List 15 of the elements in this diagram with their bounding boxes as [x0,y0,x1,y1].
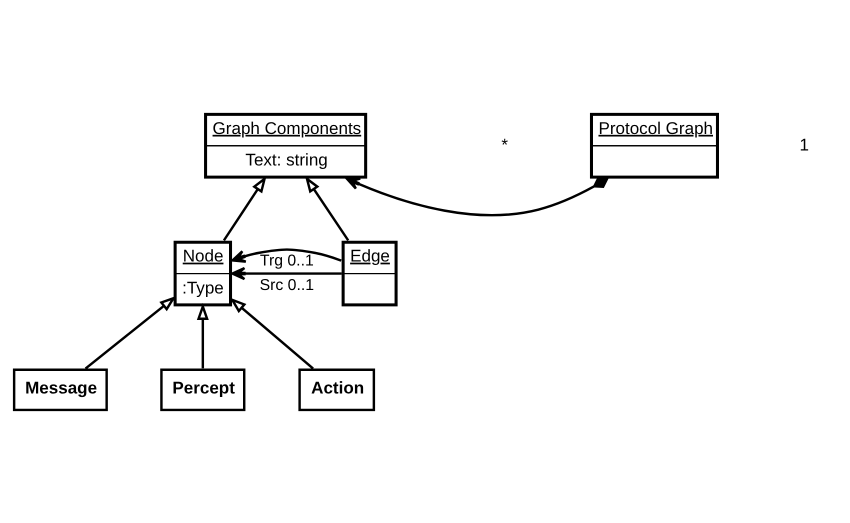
arrow [196,302,209,368]
arrow [231,266,342,280]
arrow [230,296,314,369]
edge-label: Src 0..1 [260,276,314,294]
arrow [346,176,609,216]
label: * [501,134,508,154]
arrow [304,175,350,241]
node-box: Action [298,368,376,411]
node-box: Percept [160,368,246,411]
arrow [84,295,176,369]
edge-label: Trg 0..1 [260,252,314,270]
label: 1 [799,134,809,154]
arrow [222,175,267,241]
node-box: Message [12,368,108,411]
arrow [231,248,342,262]
